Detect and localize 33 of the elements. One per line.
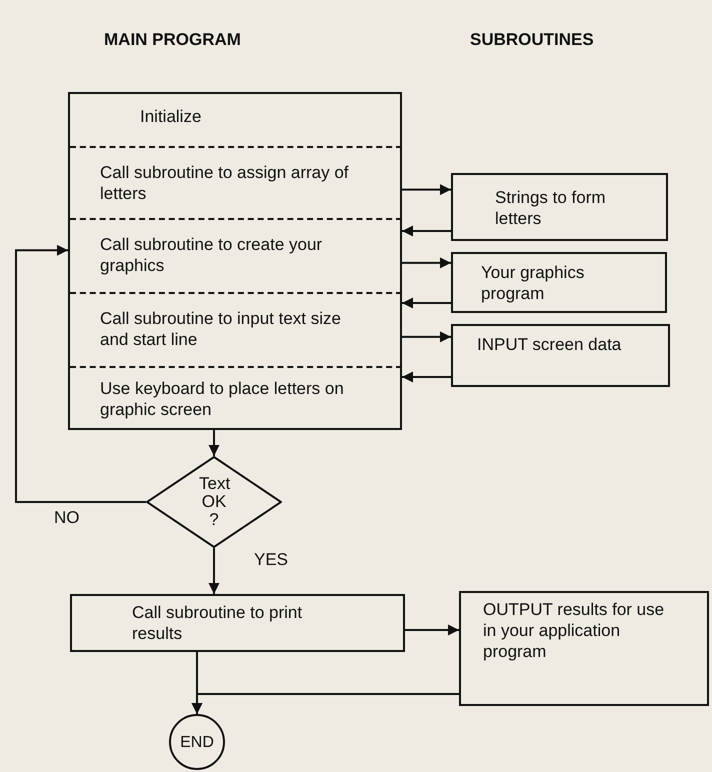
node-label: Call subroutine to input text size and start line <box>100 308 342 350</box>
terminator-circle <box>169 714 225 770</box>
process-box <box>451 252 667 313</box>
arrow <box>208 430 220 456</box>
arrow <box>15 244 146 503</box>
arrow <box>405 624 459 636</box>
node-label: Initialize <box>140 106 202 127</box>
arrow <box>208 548 220 594</box>
process-box <box>451 173 668 241</box>
node-label: OUTPUT results for use in your application program <box>483 599 666 662</box>
node-label: Call subroutine to assign array of letters <box>100 162 350 204</box>
node-label: Text OK ? <box>199 475 229 529</box>
arrow <box>192 693 459 714</box>
process-box <box>68 92 402 430</box>
node-label: INPUT screen data <box>477 334 622 355</box>
decision-diamond <box>146 456 282 548</box>
arrow <box>402 298 451 308</box>
column-heading: SUBROUTINES <box>470 30 594 50</box>
column-heading: MAIN PROGRAM <box>104 30 241 50</box>
arrow <box>402 331 451 342</box>
process-box <box>70 594 405 652</box>
node-label: END <box>180 732 214 752</box>
node-label: Call subroutine to create your graphics <box>100 234 324 276</box>
arrow <box>402 372 451 382</box>
arrow <box>402 257 451 268</box>
node-label: Strings to form letters <box>495 187 607 229</box>
process-box <box>451 324 670 387</box>
node-label: Use keyboard to place letters on graphic screen <box>100 378 345 420</box>
arrow <box>402 184 451 196</box>
node-label: Call subroutine to print results <box>132 602 304 644</box>
node-label: Your graphics program <box>481 262 586 304</box>
process-box <box>459 591 709 706</box>
arrow <box>402 226 451 236</box>
